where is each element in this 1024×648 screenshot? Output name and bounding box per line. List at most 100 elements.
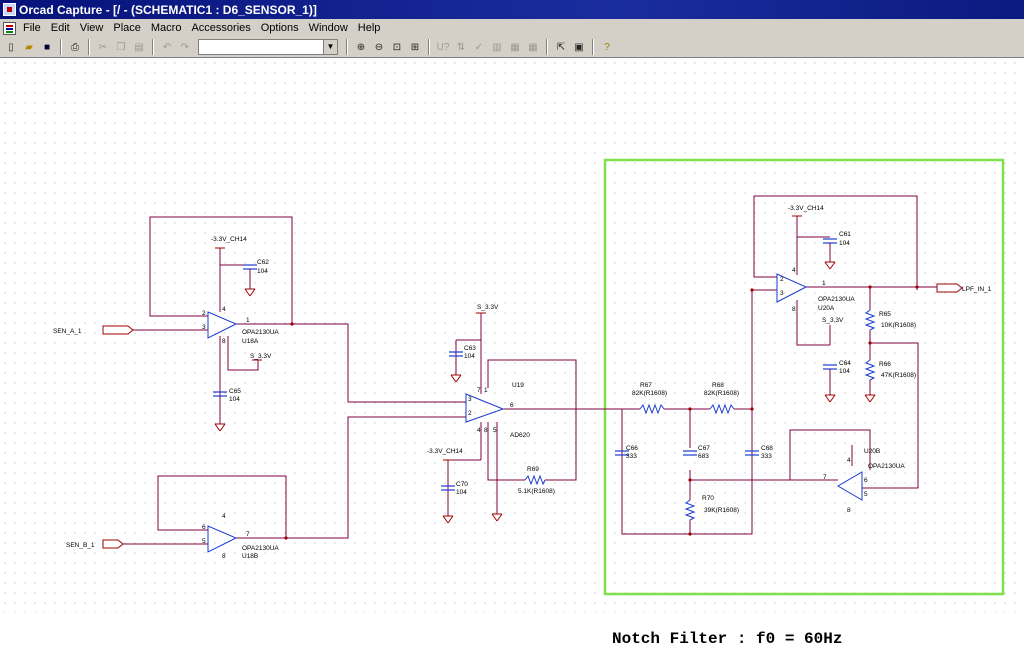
zoom-all-icon[interactable]: ⊞ — [410, 41, 420, 53]
print-icon[interactable]: ⎙ — [71, 41, 79, 53]
resistor-symbols — [524, 309, 876, 521]
drc-icon[interactable]: ✓ — [474, 41, 484, 53]
power-label-pos-u20: S_3.3V — [822, 317, 844, 324]
project-manager-icon[interactable]: ▣ — [574, 41, 584, 53]
toolbar-separator — [60, 39, 62, 55]
c63-ref: C63 — [464, 345, 476, 352]
zoom-area-icon[interactable]: ⊡ — [392, 41, 402, 53]
menu-help[interactable]: Help — [357, 22, 381, 34]
window-title: Orcad Capture - [/ - (SCHEMATIC1 : D6_SE… — [19, 2, 317, 17]
cross-reference-icon[interactable]: ▦ — [510, 41, 520, 53]
c66-val: 333 — [626, 453, 637, 460]
new-file-icon[interactable]: ▯ — [8, 41, 14, 53]
u20b-pin-a: 6 — [864, 477, 868, 484]
u19-part-label: AD620 — [510, 432, 530, 439]
c61-val: 104 — [839, 240, 850, 247]
redo-icon[interactable]: ↷ — [180, 41, 190, 53]
r66-val: 47K(R1608) — [881, 372, 916, 379]
u20b-pin-vpos: 8 — [847, 507, 851, 514]
c70-ref: C70 — [456, 481, 468, 488]
r66-ref: R66 — [879, 361, 891, 368]
menu-options[interactable]: Options — [260, 22, 299, 34]
netlist-icon[interactable]: ▥ — [492, 41, 502, 53]
u20a-pin-out: 1 — [822, 280, 826, 287]
c67-ref: C67 — [698, 445, 710, 452]
u19-pin-rg1: 1 — [484, 387, 488, 394]
annotate-icon[interactable]: U? — [436, 41, 450, 53]
junction-dots — [284, 285, 919, 540]
menu-bar: File Edit View Place Macro Accessories O… — [0, 19, 1024, 37]
c67-val: 683 — [698, 453, 709, 460]
u20a-pin-vpos: 8 — [792, 306, 796, 313]
u20b-ref-label: U20B — [864, 448, 880, 455]
c65-ref: C65 — [229, 388, 241, 395]
title-bar[interactable]: Orcad Capture - [/ - (SCHEMATIC1 : D6_SE… — [0, 0, 1024, 19]
snap-to-grid-icon[interactable]: ⇱ — [556, 41, 566, 53]
zoom-out-icon[interactable]: ⊖ — [374, 41, 384, 53]
schematic-drawing: SEN_A_1 SEN_B_1 LPF_IN_1 OPA2130UA U18A … — [53, 158, 1005, 596]
notch-filter-label: Notch Filter : f0 = 60Hz — [612, 630, 843, 648]
r70-val: 39K(R1608) — [704, 507, 739, 514]
u20b-part-label: OPA2130UA — [868, 463, 905, 470]
u20b-pin-vneg: 4 — [847, 457, 851, 464]
menu-view[interactable]: View — [79, 22, 104, 34]
ground-symbols — [214, 243, 876, 524]
c63-val: 104 — [464, 353, 475, 360]
save-icon[interactable]: ■ — [43, 41, 51, 53]
u20a-ref-label: U20A — [818, 305, 835, 312]
copy-icon[interactable]: ❐ — [116, 41, 126, 53]
r67-val: 82K(R1608) — [632, 390, 667, 397]
u19-pin-in2: 2 — [468, 410, 472, 417]
r65-val: 10K(R1608) — [881, 322, 916, 329]
r69-ref: R69 — [527, 466, 539, 473]
chevron-down-icon[interactable]: ▼ — [323, 40, 337, 54]
u18a-pin-vneg: 4 — [222, 306, 226, 313]
part-search-combo[interactable]: ▼ — [198, 39, 338, 55]
open-folder-icon[interactable]: ▰ — [25, 41, 33, 53]
undo-icon[interactable]: ↶ — [162, 41, 172, 53]
zoom-in-icon[interactable]: ⊕ — [356, 41, 366, 53]
toolbar: ▯ ▰ ■ ⎙ ✂ ❐ ▤ ↶ ↷ ▼ ⊕ ⊖ ⊡ ⊞ U? ⇅ ✓ ▥ ▦ ▦… — [0, 37, 1024, 58]
u19-pin-out: 6 — [510, 402, 514, 409]
paste-icon[interactable]: ▤ — [134, 41, 144, 53]
u19-pin-in1: 3 — [468, 396, 472, 403]
u18b-pin-inv: 6 — [202, 524, 206, 531]
u18b-pin-out: 7 — [246, 531, 250, 538]
u20a-pin-vneg: 4 — [792, 267, 796, 274]
toolbar-separator — [88, 39, 90, 55]
c68-ref: C68 — [761, 445, 773, 452]
u18a-pin-inv: 2 — [202, 310, 206, 317]
help-icon[interactable]: ? — [604, 41, 610, 53]
c68-val: 333 — [761, 453, 772, 460]
u18b-pin-vpos: 8 — [222, 553, 226, 560]
power-label-pos-u18: S_3.3V — [250, 353, 272, 360]
menu-window[interactable]: Window — [308, 22, 348, 34]
wires — [123, 195, 937, 545]
toolbar-separator — [592, 39, 594, 55]
toolbar-separator — [428, 39, 430, 55]
u18b-pin-noninv: 5 — [202, 538, 206, 545]
u19-pin-top: 7 — [477, 387, 481, 394]
c64-ref: C64 — [839, 360, 851, 367]
document-icon[interactable] — [3, 21, 16, 35]
bill-of-materials-icon[interactable]: ▦ — [528, 41, 538, 53]
power-label-neg-u20: -3.3V_CH14 — [788, 205, 824, 212]
c66-ref: C66 — [626, 445, 638, 452]
menu-macro[interactable]: Macro — [150, 22, 182, 34]
u18a-ref-label: U18A — [242, 338, 259, 345]
schematic-canvas[interactable]: SEN_A_1 SEN_B_1 LPF_IN_1 OPA2130UA U18A … — [0, 58, 1024, 648]
u18b-part-label: OPA2130UA — [242, 545, 279, 552]
back-annotate-icon[interactable]: ⇅ — [456, 41, 466, 53]
menu-accessories[interactable]: Accessories — [191, 22, 251, 34]
r68-val: 82K(R1608) — [704, 390, 739, 397]
cut-icon[interactable]: ✂ — [98, 41, 108, 53]
menu-edit[interactable]: Edit — [50, 22, 70, 34]
menu-place[interactable]: Place — [113, 22, 141, 34]
u18b-ref-label: U18B — [242, 553, 258, 560]
power-label-neg-u18: -3.3V_CH14 — [211, 236, 247, 243]
orcad-app-icon[interactable] — [3, 3, 16, 16]
u19-pin-rg2: 8 — [484, 427, 488, 434]
u19-pin-bot: 4 — [477, 427, 481, 434]
opamp-symbols — [207, 273, 863, 553]
menu-file[interactable]: File — [23, 22, 41, 34]
